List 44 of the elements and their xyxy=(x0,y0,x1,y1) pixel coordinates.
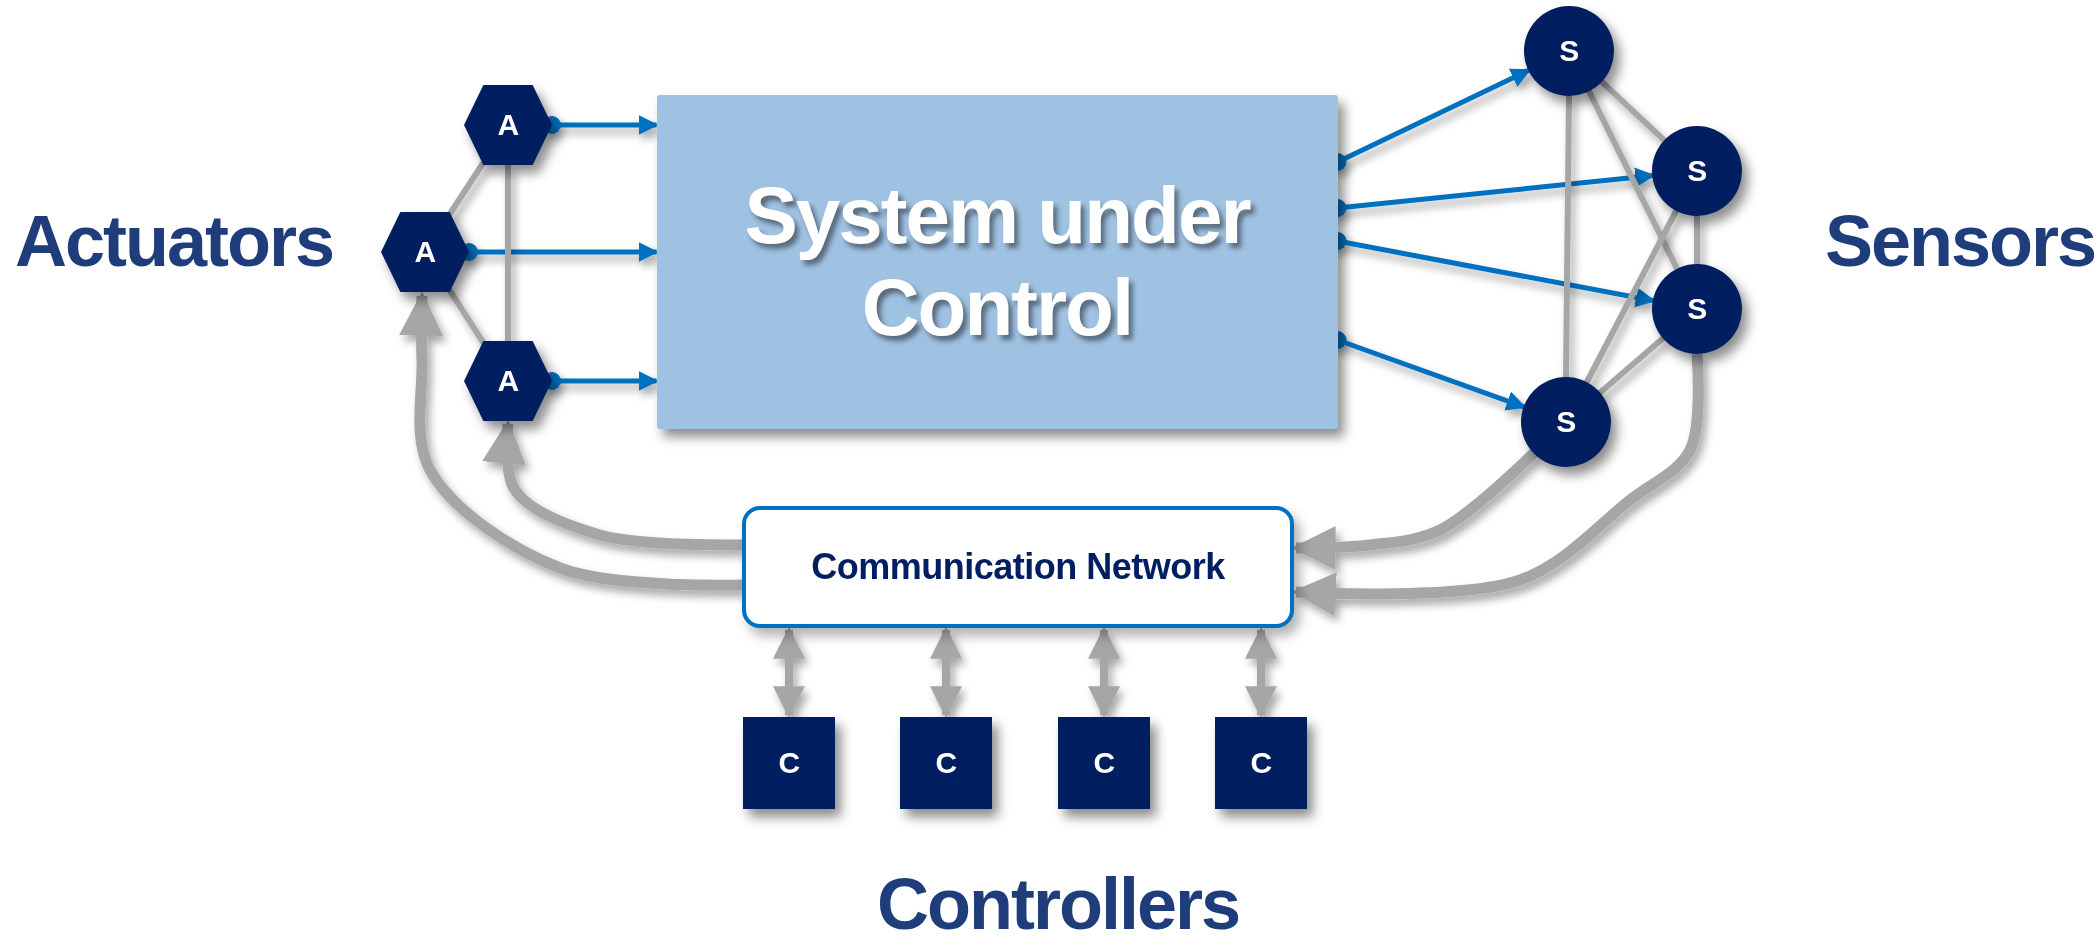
network-box xyxy=(742,506,1294,628)
sensor-circle xyxy=(1652,264,1742,354)
connector-line xyxy=(446,159,487,218)
connector-line xyxy=(1597,335,1666,396)
connector-line xyxy=(1694,215,1700,265)
group-label: Actuators xyxy=(15,200,334,282)
system-box xyxy=(656,95,1338,429)
actuator-hexagon xyxy=(464,341,552,421)
node-label: S xyxy=(1559,33,1579,69)
connector-line xyxy=(1583,208,1680,385)
arrow xyxy=(773,626,805,719)
node-label: C xyxy=(778,745,800,781)
sensor-circle xyxy=(1521,377,1611,467)
node-label: C xyxy=(1093,745,1115,781)
arrow xyxy=(1245,626,1277,719)
group-label: Sensors xyxy=(1825,200,2096,282)
arrow xyxy=(399,291,743,591)
node-label: S xyxy=(1687,153,1707,189)
controller-square xyxy=(900,717,992,809)
connector-line xyxy=(505,165,511,341)
node-label: C xyxy=(935,745,957,781)
node-label: S xyxy=(1556,404,1576,440)
controller-square xyxy=(743,717,835,809)
actuator-hexagon xyxy=(381,212,469,292)
connector-line xyxy=(1599,78,1667,144)
sensor-circle xyxy=(1652,126,1742,216)
node-label: A xyxy=(497,107,519,143)
node-label: A xyxy=(497,363,519,399)
sensor-circle xyxy=(1524,6,1614,96)
group-label: Controllers xyxy=(877,863,1239,945)
connector-line xyxy=(445,286,488,347)
arrow xyxy=(482,419,743,551)
controller-square xyxy=(1058,717,1150,809)
actuator-hexagon xyxy=(464,85,552,165)
connector-line xyxy=(1585,89,1681,271)
node-label: A xyxy=(414,234,436,270)
node-label: Communication Network xyxy=(811,546,1225,588)
arrow xyxy=(1088,626,1120,719)
arrow xyxy=(930,626,962,719)
node-label: S xyxy=(1687,291,1707,327)
connector-line xyxy=(1563,95,1572,378)
node-title: System under Control xyxy=(743,170,1252,354)
node-label: C xyxy=(1250,745,1272,781)
controller-square xyxy=(1215,717,1307,809)
